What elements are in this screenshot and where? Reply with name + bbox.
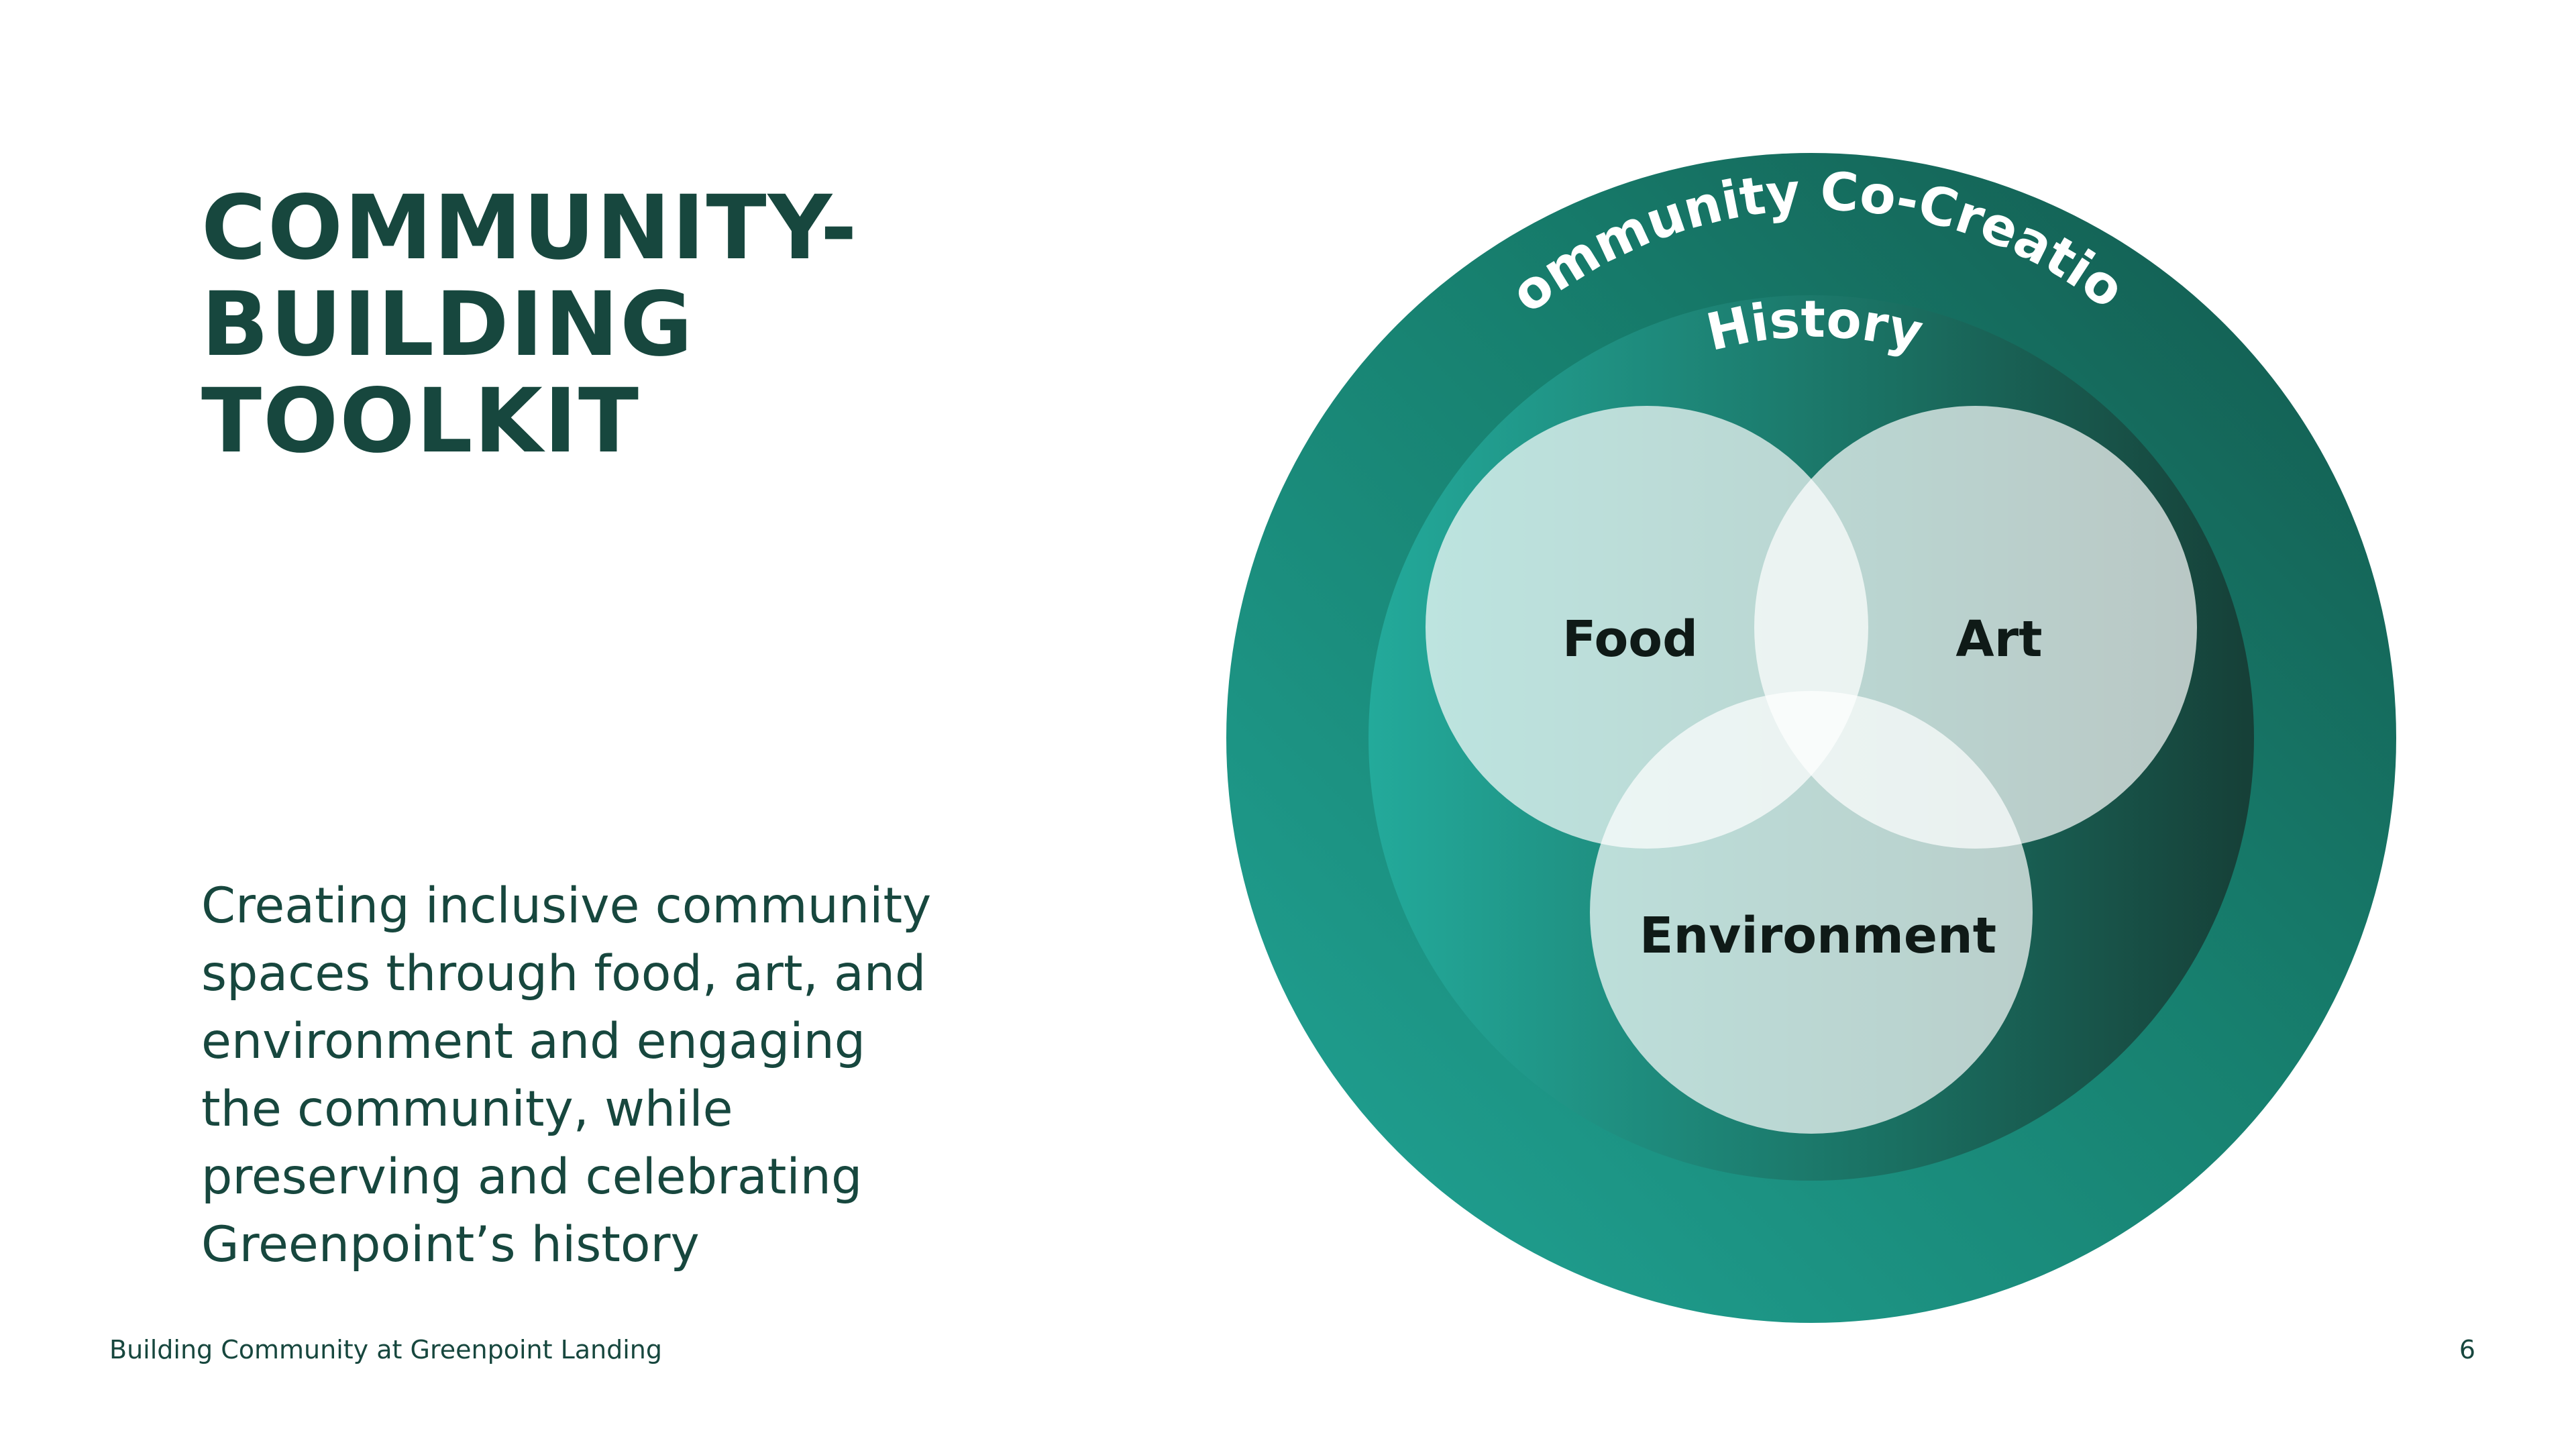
venn-label-art: Art xyxy=(1955,610,2042,668)
description-line: preserving and celebrating xyxy=(201,1148,863,1205)
description-line: Greenpoint’s history xyxy=(201,1216,700,1273)
venn-circle-environment xyxy=(1590,691,2033,1134)
title-line: COMMUNITY- xyxy=(201,176,859,280)
slide-description: Creating inclusive community spaces thro… xyxy=(201,872,993,1279)
page-number: 6 xyxy=(2459,1335,2475,1364)
title-line: BUILDING xyxy=(201,273,694,376)
venn-label-food: Food xyxy=(1562,610,1698,668)
description-line: environment and engaging xyxy=(201,1013,866,1070)
title-line: TOOLKIT xyxy=(201,370,641,473)
slide-title: COMMUNITY- BUILDING TOOLKIT xyxy=(201,180,859,470)
description-line: Creating inclusive community xyxy=(201,877,932,934)
nested-venn-diagram: Community Co-Creation History Food Art E… xyxy=(1208,134,2396,1323)
footer-text: Building Community at Greenpoint Landing xyxy=(109,1335,662,1364)
venn-label-environment: Environment xyxy=(1640,907,1996,965)
description-line: spaces through food, art, and xyxy=(201,945,926,1002)
description-line: the community, while xyxy=(201,1081,733,1138)
